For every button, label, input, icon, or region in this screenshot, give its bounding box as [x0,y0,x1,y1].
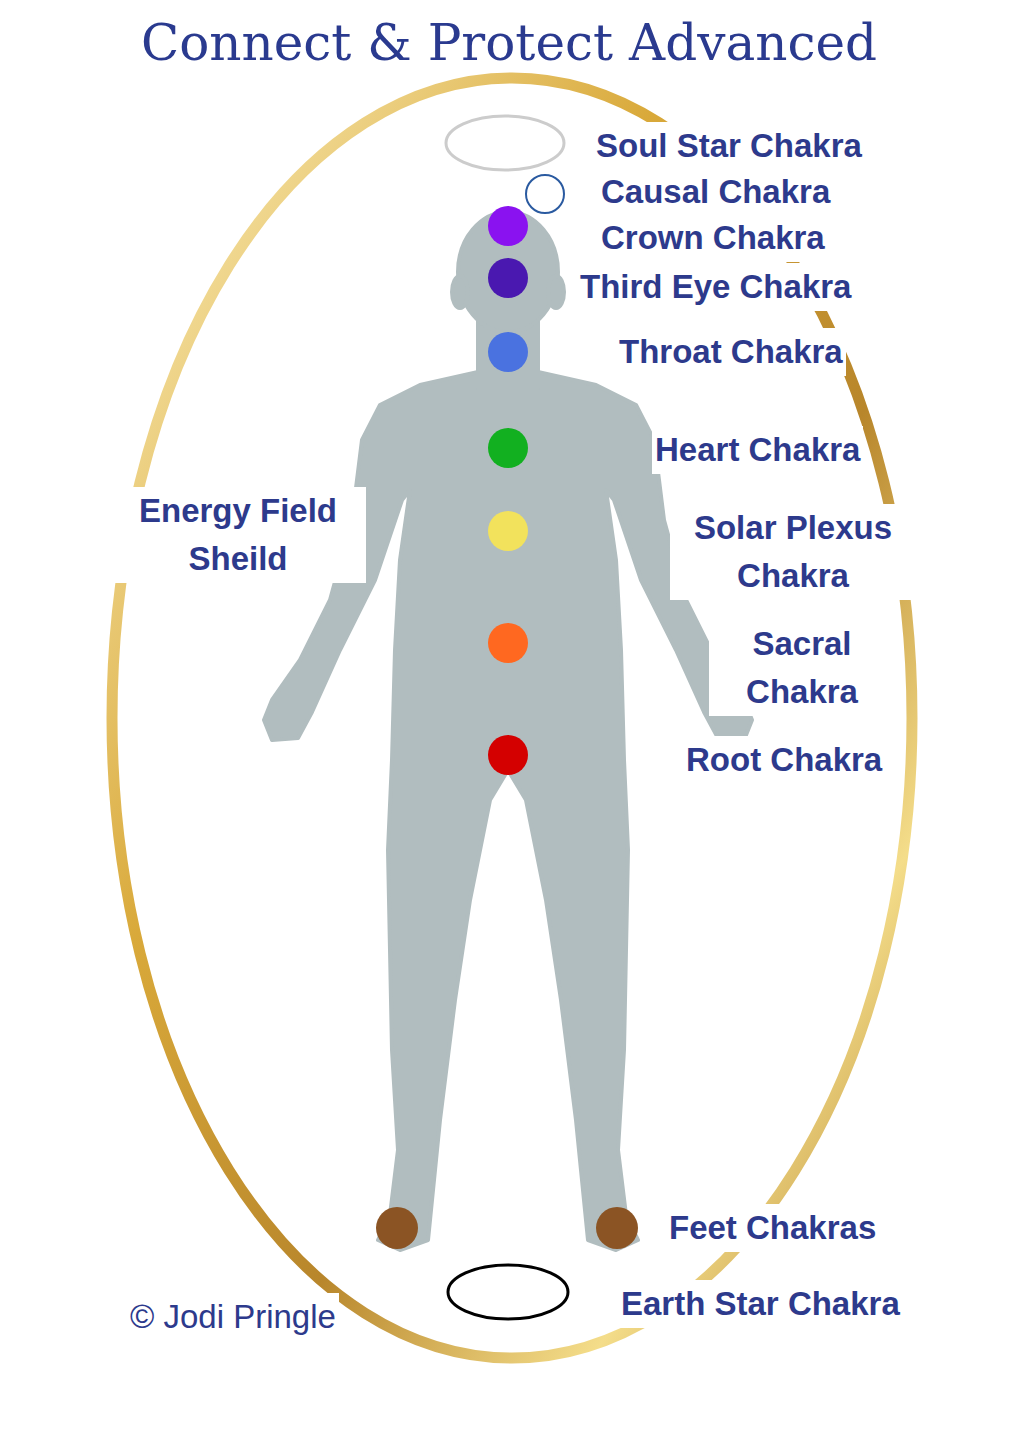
feet-dot [596,1207,638,1249]
causal-ring [526,175,564,213]
field-label: Energy Field Sheild [110,487,366,583]
chakra-label: Causal Chakra [598,168,833,216]
soul-star-ring [446,116,564,170]
copyright-note: © Jodi Pringle [127,1293,339,1341]
diagram-title: Connect & Protect Advanced [0,14,1018,72]
throat-dot [488,332,528,372]
chakra-label: Root Chakra [683,736,885,784]
third-eye-dot [488,258,528,298]
chakra-label: Solar Plexus Chakra [670,504,916,600]
solar-plexus-dot [488,511,528,551]
chakra-label: Throat Chakra [616,328,846,376]
heart-dot [488,428,528,468]
chakra-label: Sacral Chakra [709,620,895,716]
chakra-label: Feet Chakras [666,1204,879,1252]
crown-dot [488,206,528,246]
root-dot [488,735,528,775]
chakra-label: Heart Chakra [652,426,863,474]
sacral-dot [488,623,528,663]
chakra-label: Third Eye Chakra [577,263,854,311]
energy-field-oval [112,78,912,1358]
earth-star-ring [448,1265,568,1319]
chakra-label: Earth Star Chakra [618,1280,903,1328]
chakra-label: Crown Chakra [598,214,828,262]
feet-dot [376,1207,418,1249]
chakra-label: Soul Star Chakra [593,122,865,170]
